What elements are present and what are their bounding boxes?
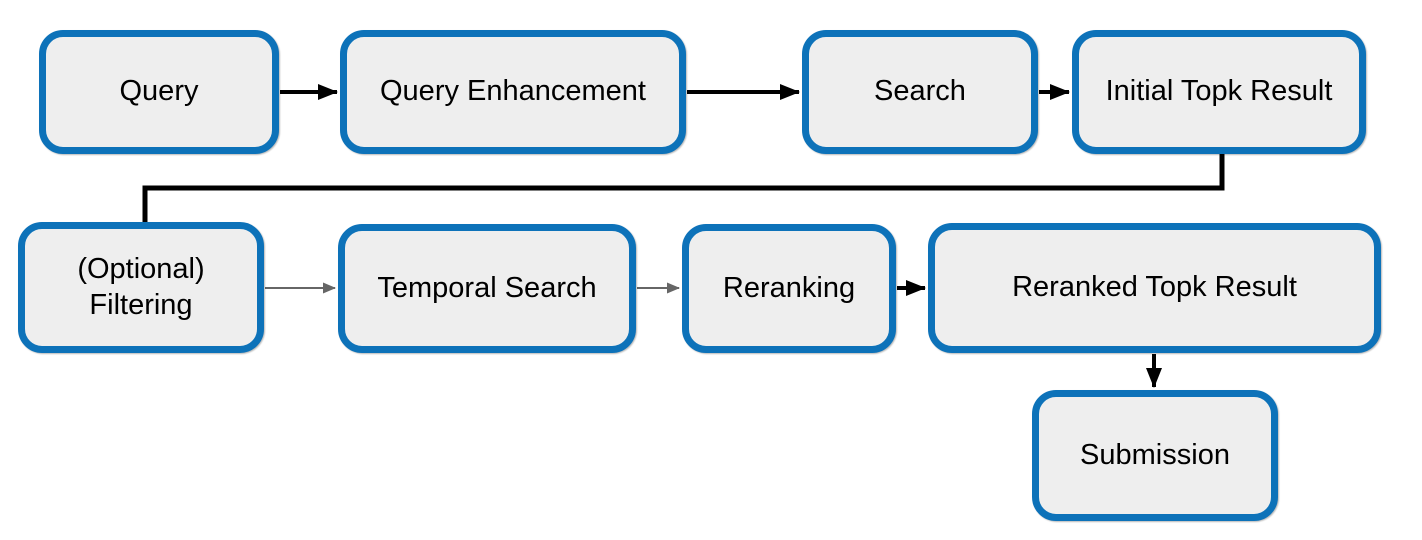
node-reranked-topk-result-label: Reranked Topk Result: [1012, 271, 1297, 304]
node-initial-topk-result: Initial Topk Result: [1072, 30, 1366, 154]
node-temporal-search-label: Temporal Search: [377, 271, 597, 304]
node-submission: Submission: [1032, 390, 1278, 521]
node-query-enhancement-label: Query Enhancement: [380, 75, 646, 108]
node-reranking-label: Reranking: [722, 271, 856, 304]
node-optional-filtering: (Optional) Filtering: [18, 222, 264, 353]
node-reranked-topk-result: Reranked Topk Result: [928, 223, 1381, 353]
node-search-label: Search: [874, 75, 966, 108]
elbow-initial-topk-result-to-optional-filtering: [142, 151, 1225, 223]
node-temporal-search: Temporal Search: [338, 224, 636, 353]
node-query: Query: [39, 30, 279, 154]
node-query-label: Query: [119, 75, 199, 108]
node-optional-filtering-label: (Optional) Filtering: [77, 253, 205, 321]
node-search: Search: [802, 30, 1038, 154]
node-reranking: Reranking: [682, 224, 896, 353]
node-submission-label: Submission: [1080, 438, 1230, 471]
node-query-enhancement: Query Enhancement: [340, 30, 686, 154]
node-initial-topk-result-label: Initial Topk Result: [1105, 75, 1333, 108]
